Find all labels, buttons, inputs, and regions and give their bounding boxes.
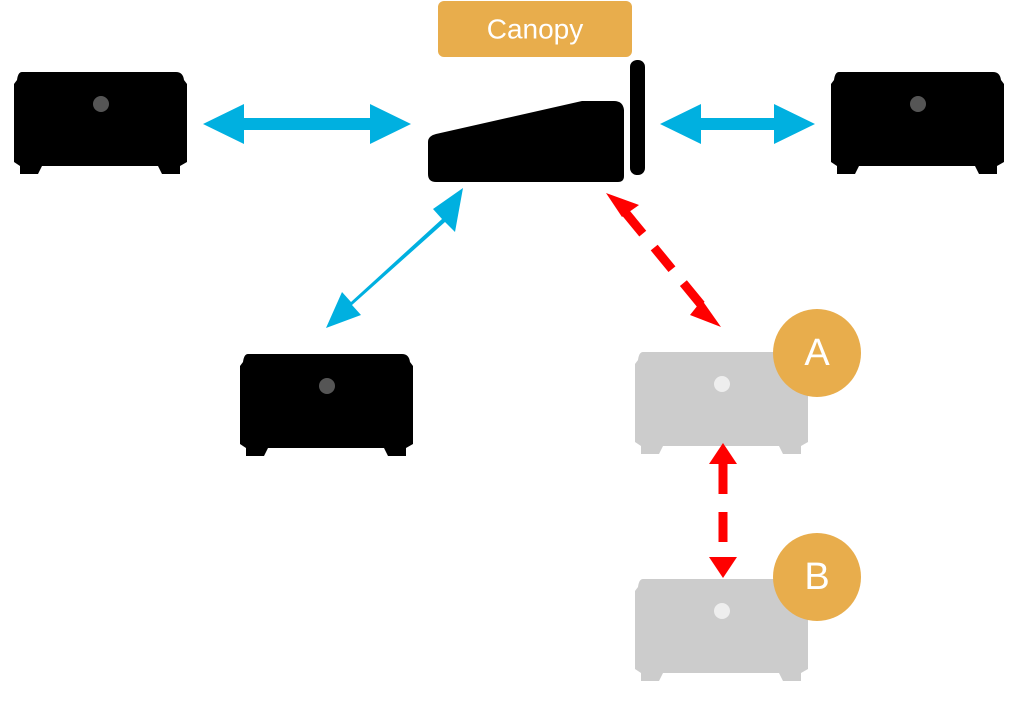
badge-a: A bbox=[773, 309, 861, 397]
router-label-text: Canopy bbox=[487, 13, 584, 44]
router-icon bbox=[428, 60, 645, 182]
link-diagonal bbox=[326, 188, 463, 328]
satellite-b bbox=[635, 579, 808, 681]
satellite-led bbox=[93, 96, 109, 112]
link-dashed-router-a bbox=[606, 193, 721, 327]
satellite-bottom-left bbox=[240, 354, 413, 456]
badge-b: B bbox=[773, 533, 861, 621]
satellite-top-left bbox=[14, 72, 187, 174]
badge-a-text: A bbox=[804, 332, 830, 374]
link-left bbox=[203, 104, 411, 144]
satellite-led bbox=[910, 96, 926, 112]
badge-b-text: B bbox=[804, 556, 829, 598]
satellite-led bbox=[714, 603, 730, 619]
satellite-top-right bbox=[831, 72, 1004, 174]
satellite-led bbox=[319, 378, 335, 394]
link-dashed-a-b bbox=[709, 443, 737, 578]
router-label: Canopy bbox=[438, 1, 632, 57]
router-antenna bbox=[630, 60, 645, 175]
satellite-led bbox=[714, 376, 730, 392]
satellite-a bbox=[635, 352, 808, 454]
link-right bbox=[660, 104, 815, 144]
